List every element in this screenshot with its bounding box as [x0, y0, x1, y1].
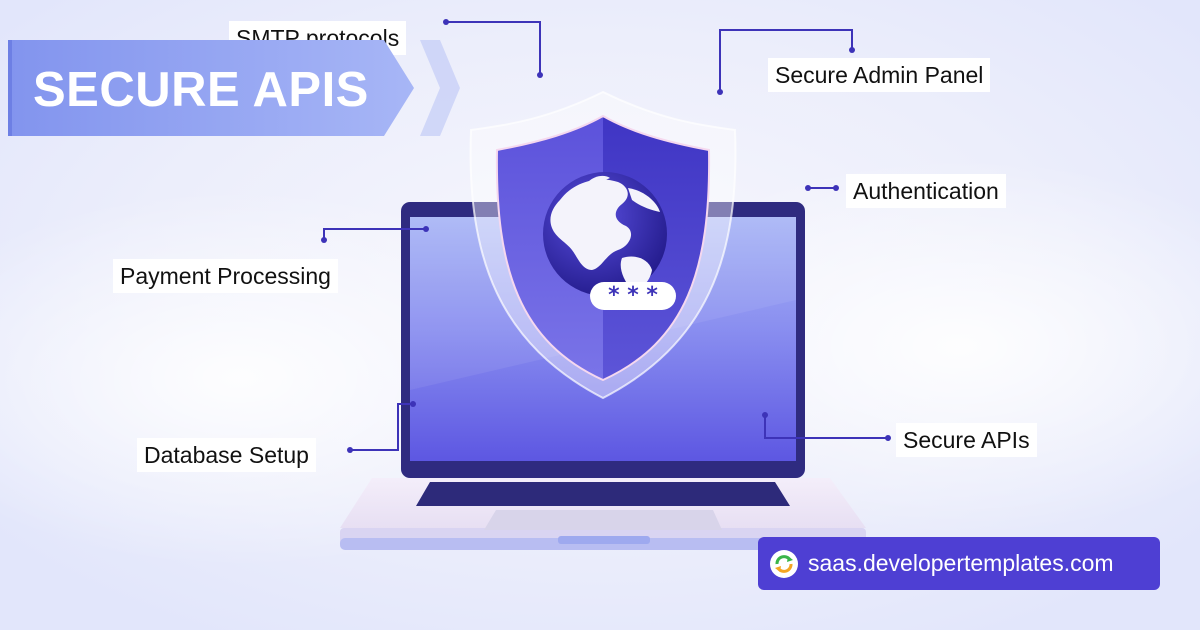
- label-secure-admin-panel: Secure Admin Panel: [768, 58, 991, 92]
- label-secure-apis: Secure APIs: [896, 423, 1037, 457]
- connector-dots: [321, 19, 891, 453]
- page-title: SECURE APIS: [33, 63, 369, 117]
- password-field: [590, 282, 676, 310]
- label-authentication: Authentication: [846, 174, 1006, 208]
- title-banner: [0, 40, 460, 136]
- label-payment-processing: Payment Processing: [113, 259, 338, 293]
- globe-icon: [543, 172, 667, 296]
- circular-arrows-logo-icon: [770, 549, 798, 578]
- laptop-base: [340, 478, 866, 550]
- site-url-badge[interactable]: saas.developertemplates.com: [758, 537, 1160, 590]
- site-url-text: saas.developertemplates.com: [808, 550, 1114, 576]
- password-dots: * * *: [608, 283, 658, 308]
- connector-lines: [323, 21, 888, 451]
- label-database-setup: Database Setup: [137, 438, 316, 472]
